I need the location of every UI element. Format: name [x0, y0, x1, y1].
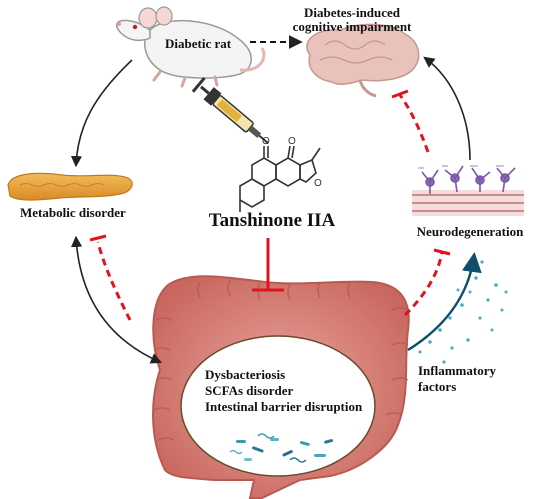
drug-label: Tanshinone IIA — [209, 210, 336, 231]
bacteria-icon — [229, 433, 334, 463]
metabolic-label: Metabolic disorder — [20, 205, 126, 220]
neuro-label: Neurodegeneration — [417, 224, 524, 239]
atom-o3: O — [314, 178, 322, 189]
neuro-to-impairment-arrow — [423, 56, 471, 161]
inflammatory-dots — [418, 260, 508, 364]
pancreas-icon — [7, 172, 133, 201]
metabolic-inhibit-dash — [96, 241, 132, 321]
gut-label-dysbacteriosis: Dysbacteriosis — [205, 367, 285, 382]
inflammatory-label-line2: factors — [418, 379, 456, 394]
atom-o2: O — [288, 136, 296, 147]
inflammatory-label-line1: Inflammatory — [418, 363, 496, 378]
impairment-inhibit-bar — [391, 89, 409, 99]
tanshinone-molecule-icon — [239, 145, 321, 212]
impairment-inhibit-dash — [398, 94, 430, 153]
impairment-label-line1: Diabetes-induced — [304, 5, 401, 20]
rat-label: Diabetic rat — [165, 36, 232, 51]
gut-label-scfas: SCFAs disorder — [205, 383, 293, 398]
impairment-label-line2: cognitive impairment — [293, 19, 412, 34]
rat-to-metabolic-arrow — [70, 59, 133, 168]
neuro-inhibit-bar — [433, 248, 451, 256]
rat-icon — [116, 6, 266, 88]
syringe-icon — [191, 77, 270, 145]
inflammatory-arrow — [407, 252, 482, 352]
gut-label-barrier: Intestinal barrier disruption — [205, 399, 363, 414]
atom-o1: O — [262, 136, 270, 147]
neuro-inhibit-dash — [403, 251, 444, 317]
metabolic-gut-arrow — [70, 235, 163, 364]
metabolic-inhibit-bar — [89, 234, 107, 242]
neurons-icon — [412, 165, 524, 216]
brain-icon — [306, 23, 420, 98]
